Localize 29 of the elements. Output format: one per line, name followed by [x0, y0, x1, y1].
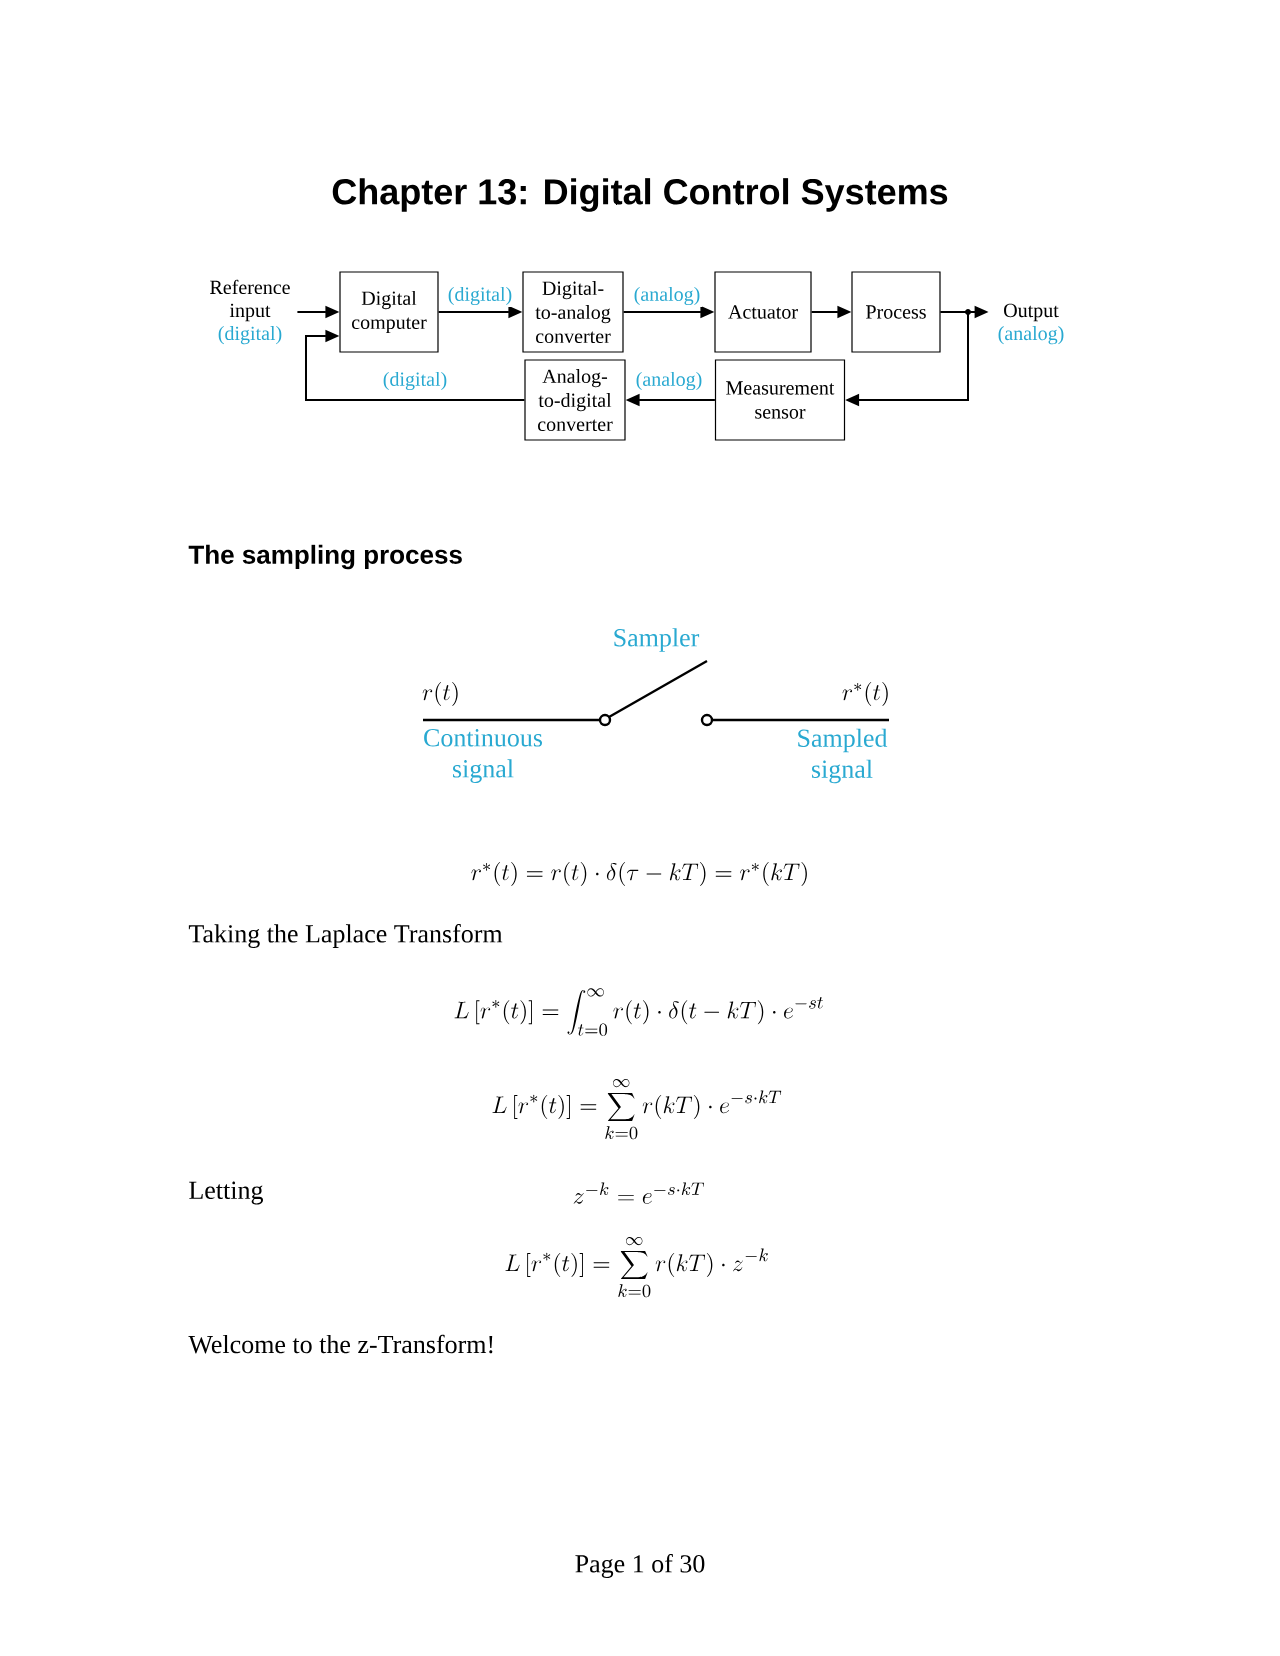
edge-label: (digital) [445, 284, 515, 308]
edge-label: (analog) [631, 284, 703, 308]
block-box: Actuator [714, 271, 812, 353]
block-box: Process [851, 271, 941, 353]
sampler-label: Sampler [614, 628, 700, 652]
signal-label: Sampled signal [798, 728, 888, 784]
signal-label: Continuous signal [424, 729, 543, 783]
formula: $z^{-k} = e^{-s\cdot kT}$ [573, 1182, 704, 1204]
edge-label: (analog) [633, 369, 705, 393]
formula: $L\left[r^{*}(t)\right] = \sum_{k=0}^{\infty} r(kT)\cdot e^{-s\cdot kT}$ [492, 1079, 782, 1140]
body-text: Page 1 of 30 [575, 1554, 705, 1578]
body-text: Welcome to the z-Transform! [188, 1334, 493, 1354]
body-text: Letting [189, 1181, 264, 1205]
block-box: Measurement sensor [714, 359, 846, 441]
section-heading: The sampling process [188, 544, 462, 570]
formula: $L\left[r^{*}(t)\right] = \sum_{k=0}^{\infty} r(kT)\cdot z^{-k}$ [505, 1237, 768, 1298]
signal-label: Output (analog) [998, 303, 1064, 345]
formula: $L\left[r^{*}(t)\right] = \int_{t=0}^{\infty} r(t)\cdot\delta(t - kT)\cdot e^{-st}$ [454, 988, 823, 1036]
arrow [305, 329, 526, 401]
block-box: Digital-to-analog converter [522, 271, 624, 353]
formula: $r^{*}(t)$ [842, 682, 888, 707]
block-box: Analog-to-digital converter [524, 359, 626, 441]
body-text: Taking the Laplace Transform [188, 924, 503, 948]
formula: $r(t)$ [422, 682, 458, 707]
title: Chapter 13: Digital Control Systems [332, 178, 948, 212]
formula: $r^{*}(t) = r(t)\cdot\delta(\tau - kT) = r^{*}(kT)$ [471, 862, 807, 887]
block-box: Digital computer [339, 271, 439, 353]
signal-label: Reference input (digital) [210, 279, 290, 345]
edge-label: (digital) [380, 369, 450, 393]
